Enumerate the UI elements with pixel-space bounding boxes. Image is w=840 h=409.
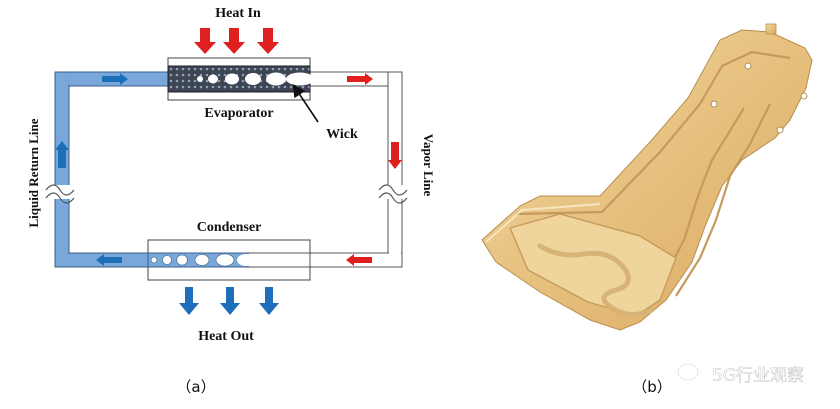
- mount-hole: [776, 126, 784, 134]
- vapor-bubble: [286, 72, 314, 86]
- evaporator-pad: [509, 213, 677, 317]
- evaporator-label: Evaporator: [204, 106, 273, 121]
- flat-loop-heat-pipe-photo: （b）: [481, 23, 813, 396]
- vapor-channel: [515, 50, 791, 216]
- vapor-bubble: [245, 73, 261, 85]
- heat-out-label: Heat Out: [198, 329, 254, 344]
- watermark-text: 5G行业观察: [712, 366, 804, 386]
- flow-arrow-left-blue: [96, 254, 122, 266]
- heat-in-arrows: [194, 28, 279, 54]
- mount-tab: [765, 23, 777, 35]
- flow-arrows: [55, 73, 402, 266]
- line-break-left: [45, 184, 75, 204]
- heat-in-arrow: [223, 28, 245, 54]
- vapor-bubble: [194, 254, 210, 266]
- watermark: 5G行业观察: [677, 363, 804, 387]
- vapor-bubble: [197, 76, 203, 82]
- mount-hole: [744, 62, 752, 70]
- heat-in-arrow: [194, 28, 216, 54]
- liquid-channel: [663, 107, 745, 279]
- wechat-icon: [677, 363, 707, 387]
- vapor-bubble: [237, 254, 255, 266]
- liquid-return-line: [54, 71, 246, 268]
- condenser-label: Condenser: [197, 220, 262, 235]
- flow-arrow-up-blue: [55, 141, 69, 168]
- serpentine-channel: [537, 243, 655, 317]
- vapor-bubble: [208, 74, 218, 84]
- heat-in-label: Heat In: [215, 6, 261, 21]
- heat-out-arrow: [259, 287, 279, 315]
- flow-arrow-right-blue: [102, 73, 128, 85]
- wick-leader-line: [292, 84, 319, 123]
- flow-arrow-right-red: [347, 73, 373, 85]
- vapor-bubble: [150, 256, 158, 264]
- caption-a: （a）: [176, 378, 215, 396]
- caption-b: （b）: [632, 378, 672, 396]
- heat-out-arrows: [179, 287, 279, 315]
- vapor-bubble: [266, 72, 286, 86]
- condenser: [147, 239, 311, 281]
- flow-arrow-down-red: [388, 142, 402, 169]
- evaporator: [167, 57, 314, 101]
- mount-hole: [800, 92, 808, 100]
- line-break-right: [378, 184, 408, 204]
- vapor-line: [239, 71, 403, 268]
- vapor-line-label: Vapor Line: [421, 134, 436, 197]
- edge-highlight: [485, 203, 601, 243]
- liquid-channel-return: [675, 103, 771, 297]
- vapor-bubble: [215, 253, 235, 267]
- liquid-return-line-label: Liquid Return Line: [26, 118, 41, 227]
- heat-out-arrow: [220, 287, 240, 315]
- mount-hole: [710, 100, 718, 108]
- heat-in-arrow: [257, 28, 279, 54]
- wick-label: Wick: [326, 127, 358, 142]
- vapor-bubble: [162, 255, 172, 265]
- flow-arrow-left-red: [346, 254, 372, 266]
- heat-out-arrow: [179, 287, 199, 315]
- vapor-bubble: [176, 254, 188, 266]
- loop-heat-pipe-diagram: Heat In Evaporator Wick Condenser Heat O…: [26, 6, 436, 396]
- vapor-bubble: [225, 73, 239, 85]
